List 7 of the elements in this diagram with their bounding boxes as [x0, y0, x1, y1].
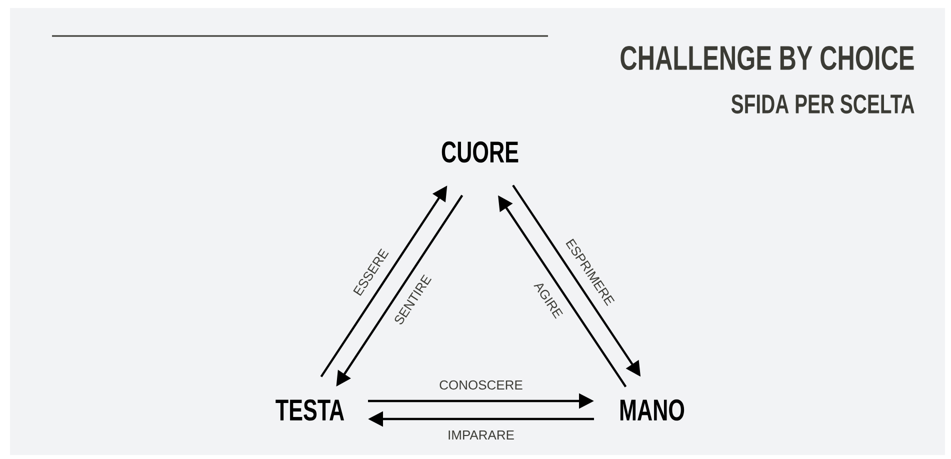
node-label: CUORE: [442, 141, 518, 163]
edge-label: IMPARARE: [446, 430, 516, 440]
edge-label: CONOSCERE: [438, 379, 524, 391]
node-label: MANO: [620, 399, 684, 421]
title: CHALLENGE BY CHOICE: [620, 46, 914, 70]
node-label: TESTA: [276, 399, 344, 421]
subtitle: SFIDA PER SCELTA: [731, 94, 914, 114]
